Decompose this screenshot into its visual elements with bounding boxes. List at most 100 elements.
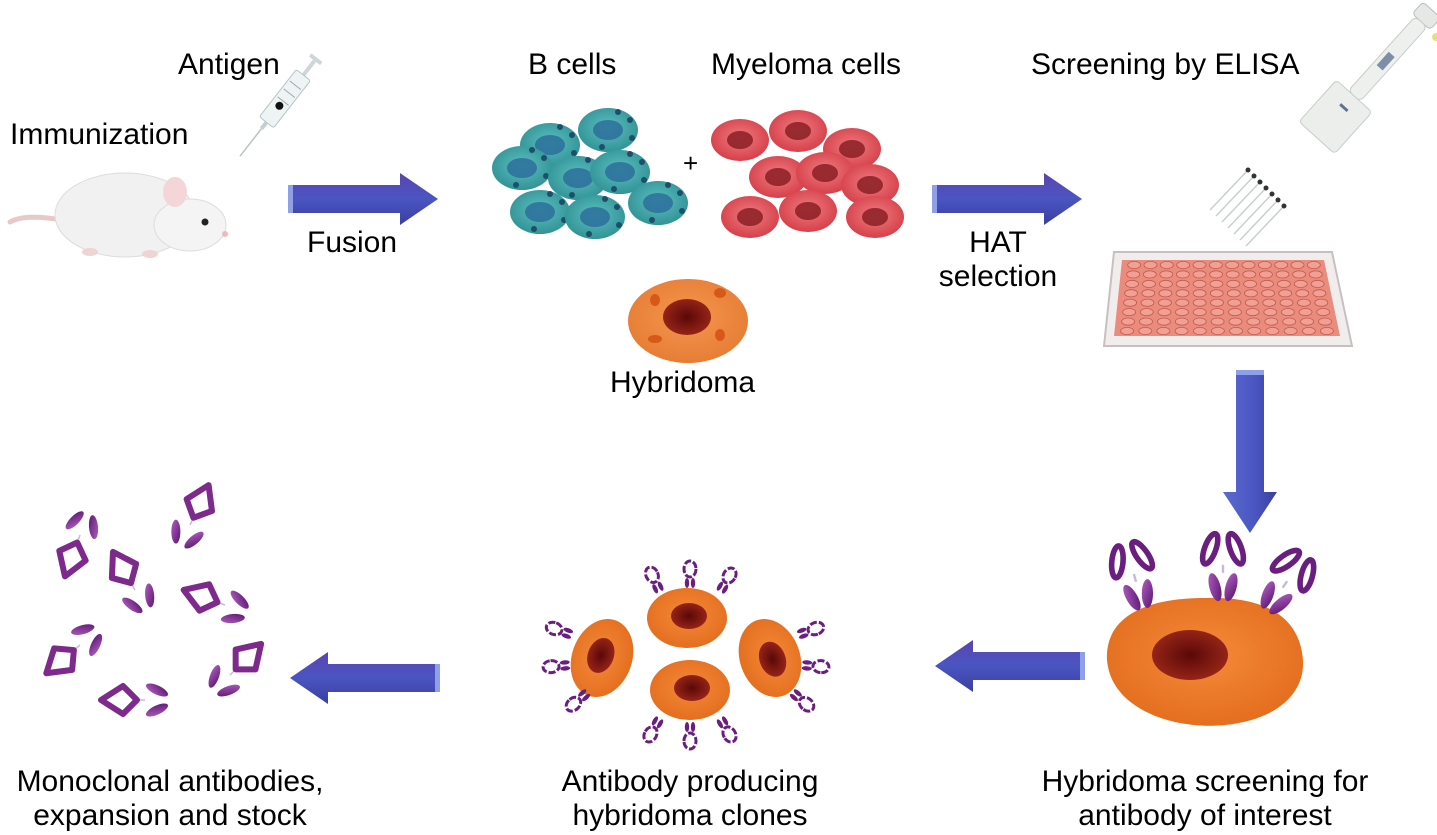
syringe-icon [239, 53, 323, 157]
well [1262, 298, 1277, 307]
well [1122, 308, 1137, 317]
well [1174, 327, 1189, 336]
well [1312, 289, 1327, 298]
well [1228, 308, 1242, 317]
well [1157, 308, 1172, 317]
well [1158, 289, 1173, 298]
well [1247, 327, 1262, 336]
well [1159, 279, 1173, 288]
antibodies-icon [20, 495, 300, 735]
well [1174, 317, 1189, 326]
clones-label-line2: hybridoma clones [572, 799, 808, 832]
well [1282, 317, 1297, 326]
antigen-label: Antigen [178, 48, 280, 81]
well [1210, 298, 1224, 307]
clones-left-arrow-icon[interactable] [935, 640, 1085, 692]
well [1295, 289, 1310, 298]
well-plate-icon [1102, 251, 1354, 347]
well [1276, 279, 1291, 288]
well [1306, 260, 1321, 269]
well [1226, 279, 1241, 288]
hat-label-line2: selection [938, 260, 1058, 293]
well [1209, 289, 1224, 298]
well [1142, 279, 1156, 288]
monoclonal-label-line2: expansion and stock [33, 799, 307, 832]
well [1123, 298, 1138, 307]
well [1264, 317, 1279, 326]
monoclonal-label-line1: Monoclonal antibodies, [16, 765, 324, 798]
well [1316, 308, 1331, 317]
well [1293, 279, 1308, 288]
well [1283, 327, 1298, 336]
well [1176, 260, 1191, 269]
well [1140, 298, 1155, 307]
well [1263, 308, 1278, 317]
well [1192, 298, 1207, 307]
well [1280, 308, 1295, 317]
mouse-icon [7, 172, 228, 258]
well [1158, 298, 1172, 307]
well [1139, 317, 1153, 326]
well [1226, 289, 1241, 298]
well [1244, 298, 1259, 307]
myeloma-cells-label: Myeloma cells [711, 48, 902, 81]
well [1138, 327, 1153, 336]
well [1192, 279, 1207, 288]
b-cell-icon [492, 108, 688, 239]
screening-label: Hybridoma screening for antibody of inte… [1010, 765, 1400, 833]
well [1142, 270, 1157, 279]
hat-selection-label: HAT selection [933, 226, 1063, 294]
well [1156, 327, 1171, 336]
screening-down-arrow-icon[interactable] [1222, 370, 1278, 535]
well [1290, 260, 1305, 269]
fusion-arrow-icon[interactable] [288, 173, 440, 225]
well [1319, 327, 1334, 336]
well [1121, 317, 1136, 326]
well [1257, 260, 1272, 269]
well [1176, 270, 1190, 279]
well [1298, 308, 1313, 317]
well [1225, 260, 1240, 269]
screening-label-line1: Hybridoma screening for [1041, 765, 1369, 798]
hat-label-line1: HAT [969, 226, 1027, 259]
well [1300, 317, 1315, 326]
well [1242, 270, 1257, 279]
well [1143, 260, 1158, 269]
well [1227, 298, 1242, 307]
well [1124, 289, 1139, 298]
well [1127, 260, 1142, 269]
well [1246, 317, 1261, 326]
well [1279, 298, 1294, 307]
well [1245, 308, 1260, 317]
monoclonal-left-arrow-icon[interactable] [290, 652, 440, 704]
well [1292, 270, 1307, 279]
well [1159, 270, 1174, 279]
well [1274, 260, 1289, 269]
well [1211, 327, 1225, 336]
well [1210, 308, 1225, 317]
well [1141, 289, 1156, 298]
screening-label-line2: antibody of interest [1078, 799, 1332, 832]
well [1192, 260, 1207, 269]
well [1175, 289, 1190, 298]
well [1175, 298, 1190, 307]
well [1308, 270, 1323, 279]
well [1120, 327, 1135, 336]
myeloma-cell-icon [711, 110, 904, 238]
well [1261, 289, 1276, 298]
hat-selection-arrow-icon[interactable] [932, 173, 1084, 225]
well [1209, 279, 1224, 288]
hybridoma-antibody-icon [1095, 520, 1325, 726]
well [1159, 260, 1174, 269]
clones-label-line1: Antibody producing [561, 765, 819, 798]
well [1229, 327, 1244, 336]
well [1241, 260, 1256, 269]
clones-label: Antibody producing hybridoma clones [530, 765, 850, 833]
well [1318, 317, 1332, 326]
well [1126, 270, 1141, 279]
well [1243, 279, 1258, 288]
well [1275, 270, 1290, 279]
hybridoma-clones-icon [541, 559, 831, 751]
well [1244, 289, 1258, 298]
hybridoma-cell-icon [628, 279, 748, 363]
